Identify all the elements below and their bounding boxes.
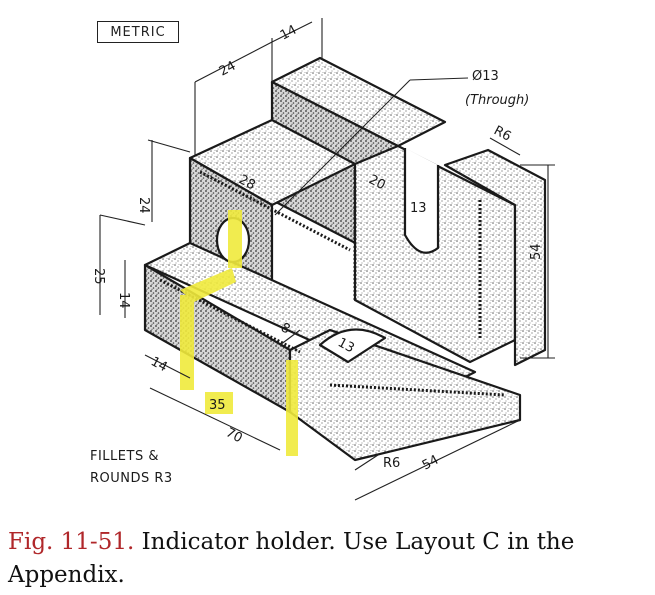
highlight-marks <box>180 210 298 456</box>
metric-label: METRIC <box>97 21 179 43</box>
dimension-labels: 14 24 Ø13 (Through) R6 20 13 28 24 25 14… <box>91 23 544 474</box>
highlight-hole <box>228 210 242 268</box>
dim-35: 35 <box>209 398 226 413</box>
right-side-wall <box>443 148 547 367</box>
isometric-drawing: 14 24 Ø13 (Through) R6 20 13 28 24 25 14… <box>90 18 555 501</box>
dim-54-right: 54 <box>529 243 544 260</box>
figure-caption: Fig. 11-51. Indicator holder. Use Layout… <box>8 526 653 592</box>
upright-slot <box>403 148 440 254</box>
dim-54-bottom: 54 <box>420 453 442 474</box>
fillet-line-5 <box>329 383 506 397</box>
highlight-right-vertical <box>286 360 298 456</box>
dim-r6-bottom: R6 <box>383 456 400 471</box>
dim-24-left: 24 <box>136 197 151 214</box>
dim-28: 28 <box>236 172 258 193</box>
dim-hole-note: (Through) <box>465 93 529 108</box>
highlight-step <box>180 268 236 302</box>
dim-20: 20 <box>366 172 388 193</box>
dim-13-front: 13 <box>335 335 357 356</box>
fillet-line-1 <box>199 170 351 252</box>
caption-text: Indicator holder. Use Layout C in the Ap… <box>8 529 575 588</box>
dim-25: 25 <box>91 268 106 285</box>
dim-13-slot: 13 <box>410 201 427 216</box>
dim-70: 70 <box>223 425 245 446</box>
dim-24-top: 24 <box>217 59 239 80</box>
dim-14-top: 14 <box>278 23 300 44</box>
base-slot <box>318 328 387 364</box>
highlight-left-vertical <box>180 295 194 390</box>
caption-number: Fig. 11-51. <box>8 529 135 555</box>
note-line-2: ROUNDS R3 <box>90 471 173 486</box>
highlight-35 <box>205 392 233 414</box>
dim-r6-top: R6 <box>491 123 513 144</box>
fillet-note: FILLETS & ROUNDS R3 <box>90 449 173 486</box>
dim-hole-diameter: Ø13 <box>472 69 499 84</box>
dim-14-front: 14 <box>148 354 170 375</box>
dim-14-left: 14 <box>116 292 131 309</box>
note-line-1: FILLETS & <box>90 449 159 464</box>
dimension-lines <box>99 18 555 501</box>
